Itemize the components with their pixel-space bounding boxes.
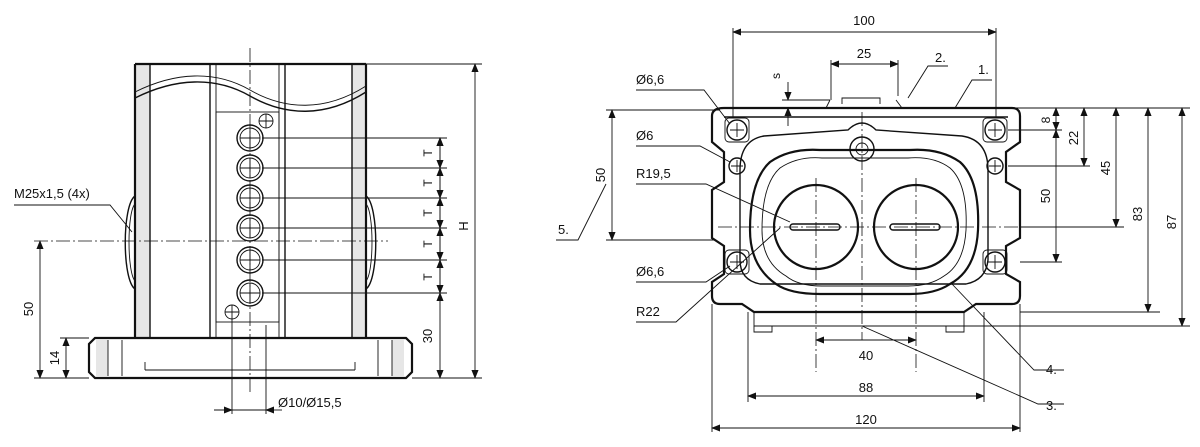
right-mounting-plate	[710, 97, 1022, 333]
callout-2: 2.	[935, 50, 946, 65]
right-switch-housing	[739, 122, 989, 296]
callout-1: 1.	[978, 62, 989, 77]
dim-t-4: T	[421, 240, 435, 248]
callout-3: 3.	[1046, 398, 1057, 413]
dim-t-5: T	[421, 273, 435, 281]
dim-100-label: 100	[853, 13, 875, 28]
left-housing-body	[133, 62, 368, 338]
left-dim-30: 30	[412, 292, 447, 379]
left-contact-circles	[224, 113, 274, 320]
bore-label: Ø10/Ø15,5	[278, 395, 342, 410]
right-top-dimensions: 100 25 s 2. 1.	[732, 13, 997, 126]
dim-h-label: H	[456, 221, 471, 230]
callout-5: 5.	[558, 222, 569, 237]
right-side-dimensions: 8 22 50 45 83 87	[964, 107, 1190, 327]
dim-8-label: 8	[1039, 116, 1053, 123]
dim-45-label: 45	[1098, 161, 1113, 175]
left-bore-dim: Ø10/Ø15,5	[214, 319, 342, 414]
callout-4: 4.	[1046, 362, 1057, 377]
thread-label: M25x1,5 (4x)	[14, 186, 90, 201]
dim-s-label: s	[769, 73, 783, 79]
hole-66-top-label: Ø6,6	[636, 72, 664, 87]
right-left-labels: Ø6,6 Ø6 R19,5 Ø6,6 R22 50 5.	[556, 72, 791, 323]
left-thread-callout: M25x1,5 (4x)	[14, 186, 133, 233]
left-dim-50-14: 50 14	[21, 240, 89, 379]
left-base-flange	[87, 336, 414, 380]
dim-50-right-label: 50	[1038, 189, 1053, 203]
dim-50-left-label: 50	[593, 168, 608, 182]
dim-t-1: T	[421, 149, 435, 157]
dim-t-2: T	[421, 179, 435, 187]
dim-14-label: 14	[47, 351, 62, 365]
dim-30-label: 30	[420, 329, 435, 343]
right-bottom-dimensions: 40 88 120 3. 4.	[711, 283, 1064, 432]
dim-120-label: 120	[855, 412, 877, 427]
dim-83-label: 83	[1130, 207, 1145, 221]
hole-66-bottom-label: Ø6,6	[636, 264, 664, 279]
dim-t-3: T	[421, 209, 435, 217]
left-dim-h: H	[366, 63, 482, 379]
left-t-dimensions: T T T T T	[262, 137, 447, 294]
dim-40-label: 40	[859, 348, 873, 363]
hole-6-label: Ø6	[636, 128, 653, 143]
right-mounting-holes	[724, 117, 1008, 275]
radius-22-label: R22	[636, 304, 660, 319]
left-side-view: T T T T T 30 H 50 14	[14, 48, 482, 414]
left-thread-bosses	[124, 195, 377, 290]
dim-50-left-label: 50	[21, 302, 36, 316]
dim-87-label: 87	[1164, 215, 1179, 229]
dim-22-label: 22	[1066, 131, 1081, 145]
radius-195-label: R19,5	[636, 166, 671, 181]
dim-88-label: 88	[859, 380, 873, 395]
dim-25-label: 25	[857, 46, 871, 61]
right-front-view: 100 25 s 2. 1. Ø6,6 Ø6 R19,5 Ø6,6 R22	[556, 13, 1190, 432]
